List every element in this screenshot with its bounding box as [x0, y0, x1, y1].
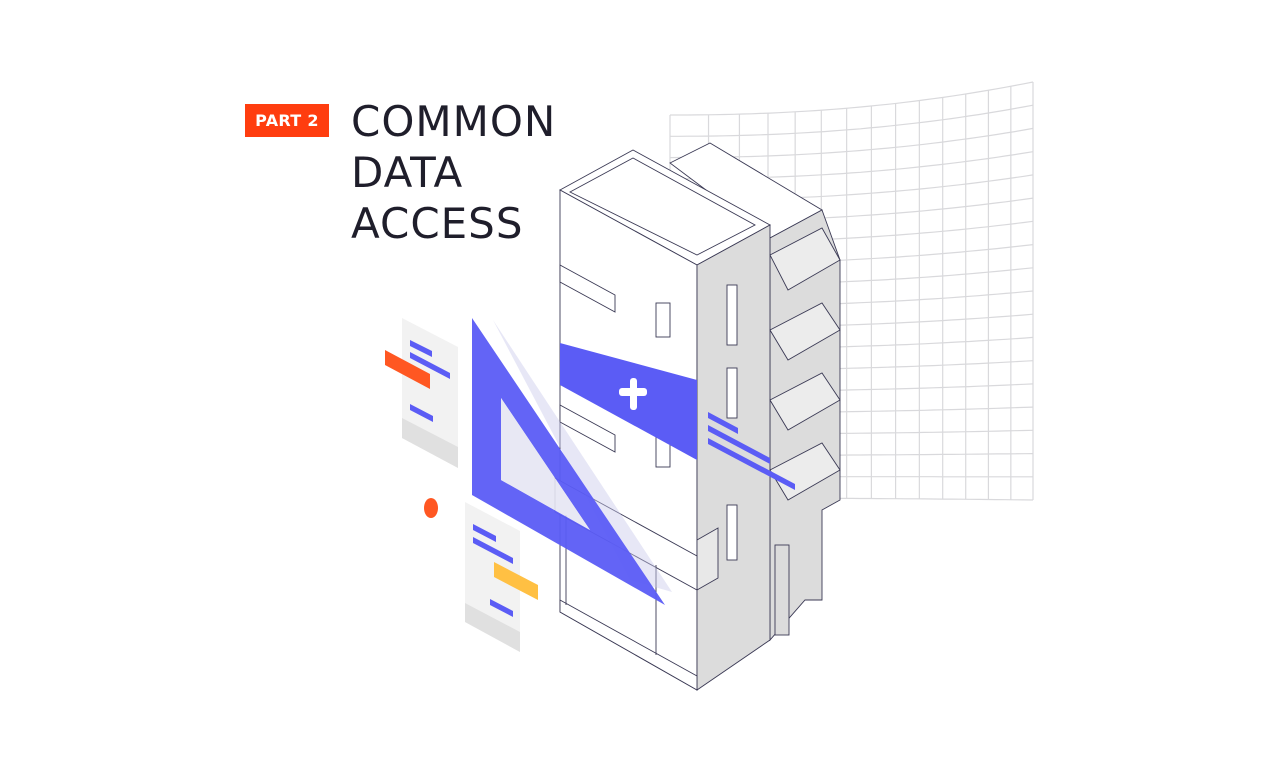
- blue-stripes: [708, 412, 795, 490]
- plus-icon: [619, 378, 647, 410]
- page-title: COMMON DATA ACCESS: [351, 96, 556, 249]
- title-line: COMMON: [351, 97, 557, 146]
- part-badge: PART 2: [245, 104, 329, 137]
- building: [554, 142, 841, 691]
- document-card-upper: [385, 318, 458, 468]
- title-line: ACCESS: [351, 199, 524, 248]
- grid-line: [670, 81, 1034, 116]
- title-line: DATA: [351, 148, 464, 197]
- set-square-ruler: [472, 318, 672, 605]
- blue-band: [560, 343, 697, 460]
- document-card-lower: [465, 502, 538, 652]
- orange-dot: [424, 498, 438, 518]
- grid-line: [670, 104, 1034, 137]
